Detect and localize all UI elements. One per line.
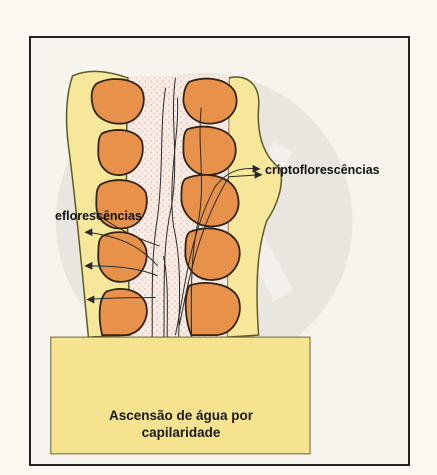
label-eflorescencias: eflorescências [55,209,142,223]
label-criptoflorescencias: criptoflorescências [265,163,380,177]
footer-caption-line1: Ascensão de água por [51,407,311,424]
wall-cross-section [31,38,408,464]
diagram-frame: criptoflorescências eflorescências Ascen… [29,36,410,466]
footer-caption-line2: capilaridade [51,424,311,441]
